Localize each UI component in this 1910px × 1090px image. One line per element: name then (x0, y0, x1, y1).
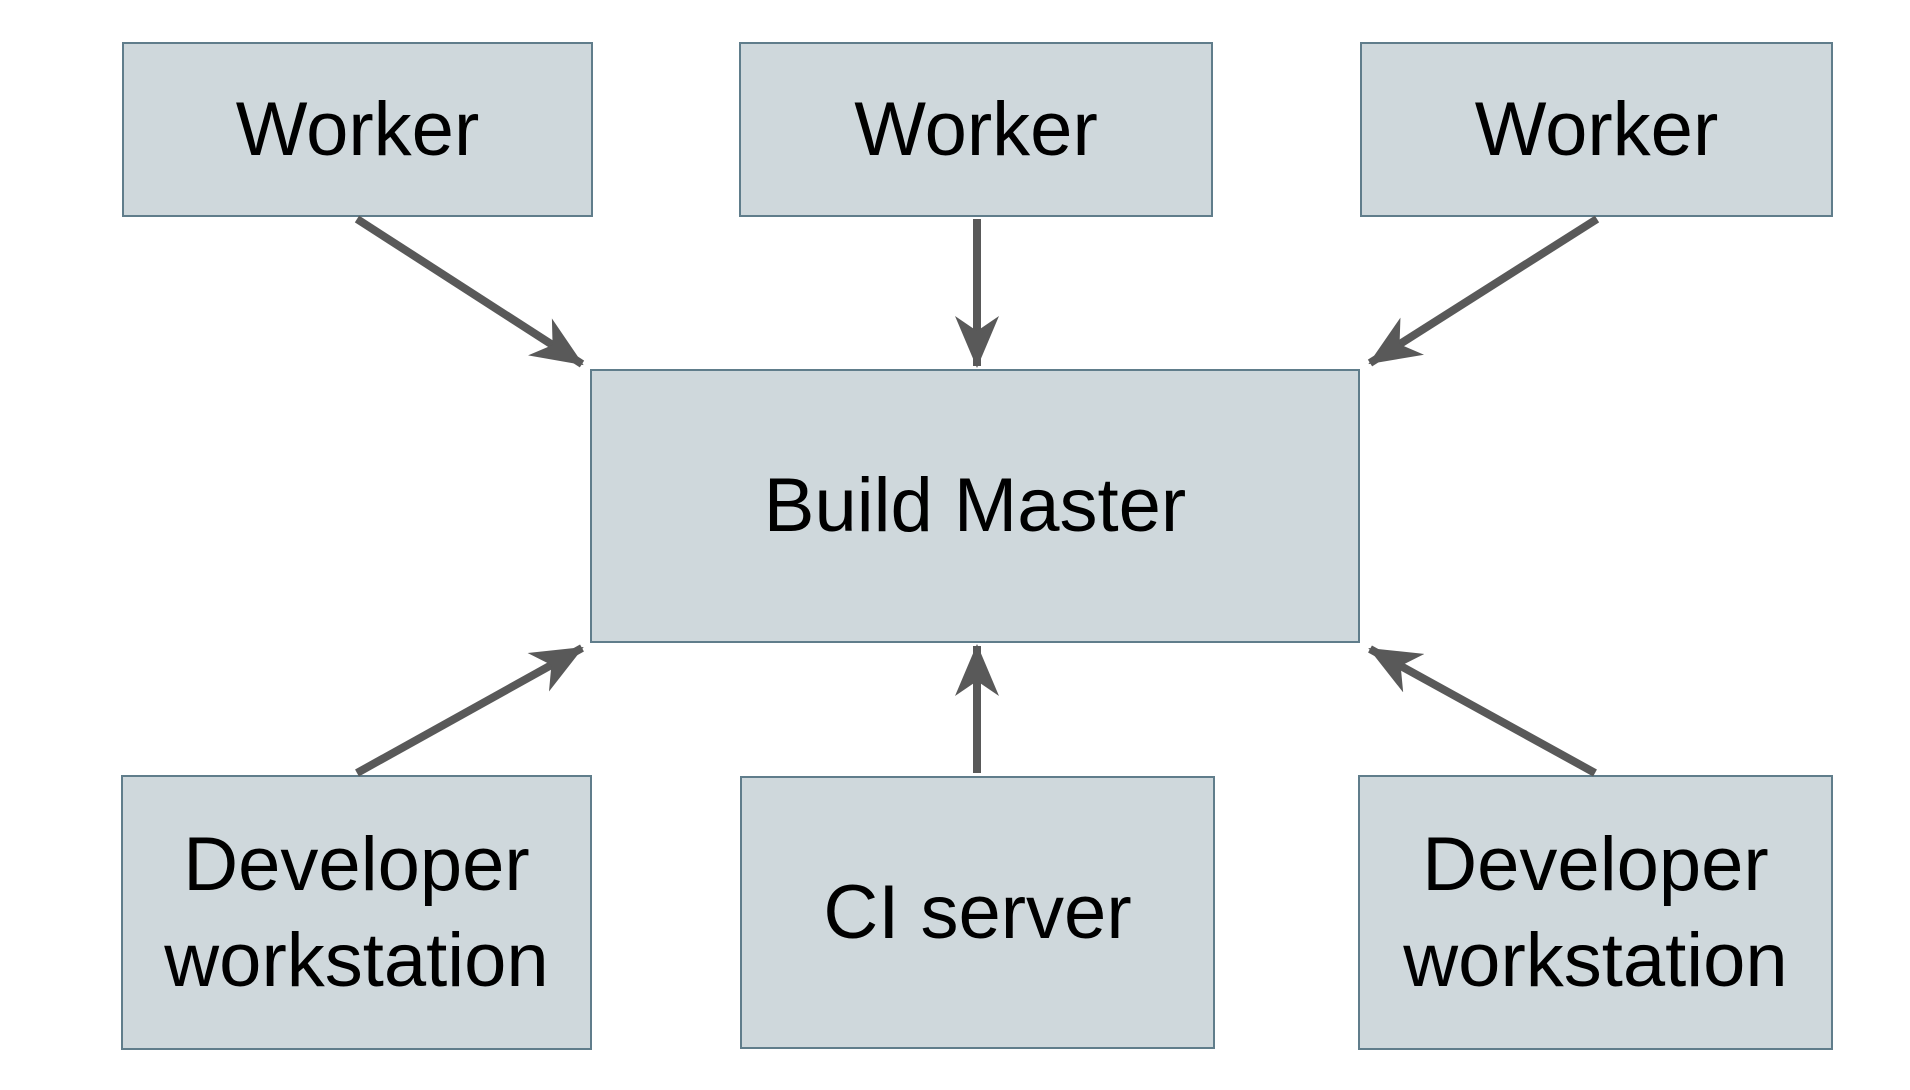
node-label: Build Master (763, 463, 1187, 549)
node-label: Worker (854, 86, 1098, 172)
edge-worker-3-to-build-master (1367, 215, 1600, 367)
edge-developer-workstation-2-to-build-master (1368, 645, 1597, 777)
node-worker-3: Worker (1360, 42, 1833, 217)
node-label: Developer workstation (1403, 821, 1788, 1003)
edge-worker-1-to-build-master (354, 215, 585, 368)
node-build-master: Build Master (590, 369, 1360, 643)
node-ci-server: CI server (740, 776, 1215, 1049)
node-label: Developer workstation (164, 821, 549, 1003)
node-label: Worker (235, 86, 480, 172)
node-worker-2: Worker (739, 42, 1213, 217)
node-developer-workstation-1: Developer workstation (121, 775, 592, 1050)
edge-developer-workstation-1-to-build-master (355, 644, 584, 777)
node-label: Worker (1474, 86, 1719, 172)
node-worker-1: Worker (122, 42, 593, 217)
node-label: CI server (823, 869, 1132, 955)
node-developer-workstation-2: Developer workstation (1358, 775, 1833, 1050)
